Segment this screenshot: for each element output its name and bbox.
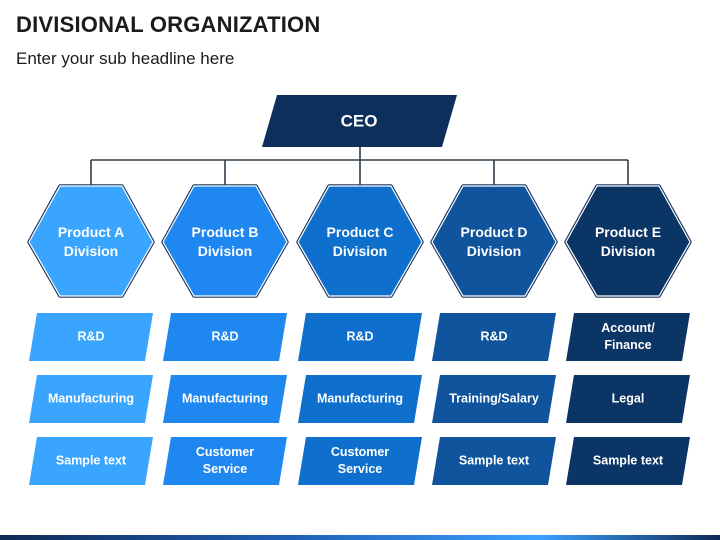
division-hexagon (162, 185, 288, 297)
connector-lines (90, 147, 629, 190)
function-box (432, 437, 556, 485)
function-box (29, 375, 153, 423)
function-label: Sample text (56, 453, 127, 467)
function-box (298, 437, 422, 485)
function-box (163, 313, 287, 361)
function-label: R&D (346, 329, 373, 343)
function-label: Manufacturing (48, 391, 134, 405)
function-box (29, 437, 153, 485)
division-hexagon (28, 185, 154, 297)
function-box (298, 375, 422, 423)
page-subtitle: Enter your sub headline here (16, 49, 235, 68)
function-label: Training/Salary (449, 391, 539, 405)
function-label: R&D (480, 329, 507, 343)
function-label: R&D (77, 329, 104, 343)
function-label: Manufacturing (182, 391, 268, 405)
division-hexagon (431, 185, 557, 297)
page-title: DIVISIONAL ORGANIZATION (16, 12, 321, 37)
function-box (29, 313, 153, 361)
function-label: Manufacturing (317, 391, 403, 405)
bottom-accent-bar (0, 535, 720, 540)
division-hexagon (565, 185, 691, 297)
function-box (163, 437, 287, 485)
function-box (163, 375, 287, 423)
function-box (432, 375, 556, 423)
function-label: Sample text (459, 453, 530, 467)
function-box (432, 313, 556, 361)
function-box (298, 313, 422, 361)
ceo-box (262, 95, 457, 147)
function-box (566, 437, 690, 485)
function-box (566, 375, 690, 423)
division-hexagon (297, 185, 423, 297)
function-label: R&D (211, 329, 238, 343)
function-label: Legal (612, 391, 645, 405)
function-label: Sample text (593, 453, 664, 467)
function-box (566, 313, 690, 361)
ceo-label: CEO (341, 111, 378, 130)
function-label: Account/Finance (601, 321, 655, 352)
